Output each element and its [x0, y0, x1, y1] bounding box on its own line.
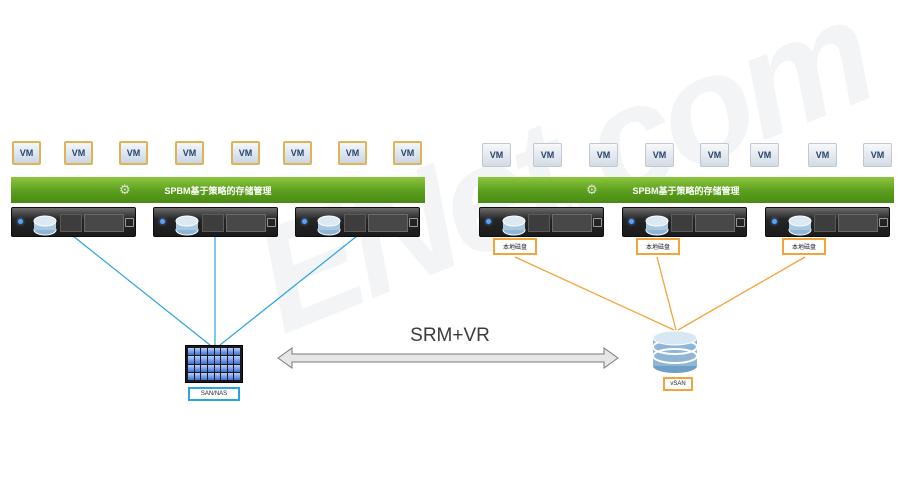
server-left-1 [11, 207, 136, 237]
vm-right-4: VM [645, 143, 674, 167]
server-right-3 [765, 207, 890, 237]
vm-left-2: VM [64, 141, 93, 165]
vm-right-7: VM [808, 143, 837, 167]
vm-left-3: VM [119, 141, 148, 165]
vm-left-8: VM [393, 141, 422, 165]
local-disk-tag: 本地磁盘 [493, 238, 537, 255]
link-right-2 [656, 256, 677, 331]
server-right-1 [479, 207, 604, 237]
vm-right-8: VM [863, 143, 892, 167]
server-right-2 [622, 207, 747, 237]
san-nas-label: SAN/NAS [188, 387, 240, 401]
vm-left-7: VM [338, 141, 367, 165]
vm-left-1: VM [12, 141, 41, 165]
database-icon [502, 215, 526, 236]
vm-left-5: VM [231, 141, 260, 165]
database-icon [645, 215, 669, 236]
policy-bar-label: SPBM基于策略的存储管理 [632, 185, 740, 196]
vm-left-6: VM [283, 141, 312, 165]
vm-right-5: VM [700, 143, 729, 167]
link-left-1 [72, 235, 211, 346]
link-right-3 [677, 256, 806, 331]
server-left-2 [153, 207, 278, 237]
server-left-3 [295, 207, 420, 237]
database-icon [175, 215, 199, 236]
link-right-1 [514, 256, 675, 331]
policy-bar-right: ⚙ SPBM基于策略的存储管理 [478, 177, 894, 203]
link-left-3 [219, 235, 358, 346]
database-icon [788, 215, 812, 236]
vm-right-6: VM [750, 143, 779, 167]
vsan-database-icon [652, 330, 698, 373]
vm-right-1: VM [482, 143, 511, 167]
gear-icon: ⚙ [119, 182, 131, 197]
vm-right-3: VM [589, 143, 618, 167]
vsan-label: vSAN [663, 377, 693, 391]
local-disk-tag: 本地磁盘 [782, 238, 826, 255]
vm-right-2: VM [533, 143, 562, 167]
storage-array-icon [185, 345, 243, 383]
database-icon [317, 215, 341, 236]
local-disk-tag: 本地磁盘 [636, 238, 680, 255]
double-arrow-icon [277, 347, 619, 369]
policy-bar-left: ⚙ SPBM基于策略的存储管理 [11, 177, 425, 203]
vm-left-4: VM [175, 141, 204, 165]
database-icon [33, 215, 57, 236]
policy-bar-label: SPBM基于策略的存储管理 [164, 185, 272, 196]
gear-icon: ⚙ [586, 182, 598, 197]
replication-label: SRM+VR [410, 325, 490, 346]
